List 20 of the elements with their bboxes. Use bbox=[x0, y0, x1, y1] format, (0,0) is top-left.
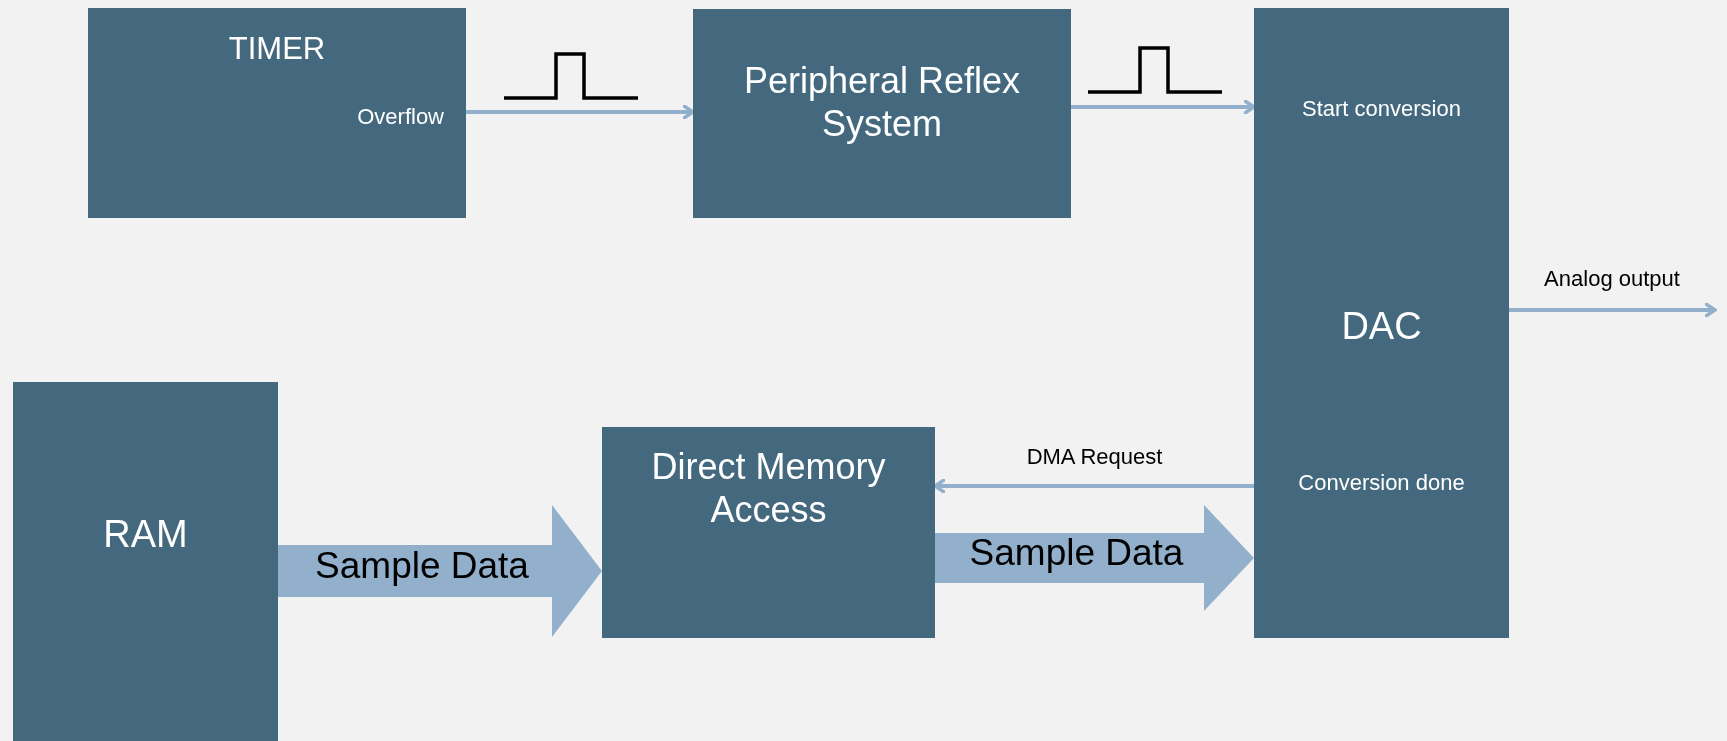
edge-label: Sample Data bbox=[968, 532, 1185, 575]
block bbox=[602, 427, 935, 638]
block-label: Overflow bbox=[357, 104, 444, 131]
block-label: Direct Memory Access bbox=[650, 445, 887, 532]
arrow bbox=[1071, 99, 1256, 115]
block-arrow bbox=[935, 505, 1254, 611]
block bbox=[13, 382, 278, 741]
block-label: TIMER bbox=[228, 30, 326, 68]
block bbox=[88, 8, 466, 218]
block-label: RAM bbox=[103, 512, 188, 557]
block-label: DAC bbox=[1341, 304, 1422, 349]
block bbox=[693, 9, 1071, 218]
block-arrow bbox=[278, 505, 602, 637]
block-label: Conversion done bbox=[1298, 470, 1465, 497]
block bbox=[1254, 8, 1509, 638]
arrow bbox=[466, 104, 695, 120]
block-label: Peripheral Reflex System bbox=[742, 59, 1022, 146]
block-label: Start conversion bbox=[1302, 96, 1461, 123]
arrow bbox=[1509, 302, 1717, 318]
edge-label: Sample Data bbox=[314, 545, 530, 588]
